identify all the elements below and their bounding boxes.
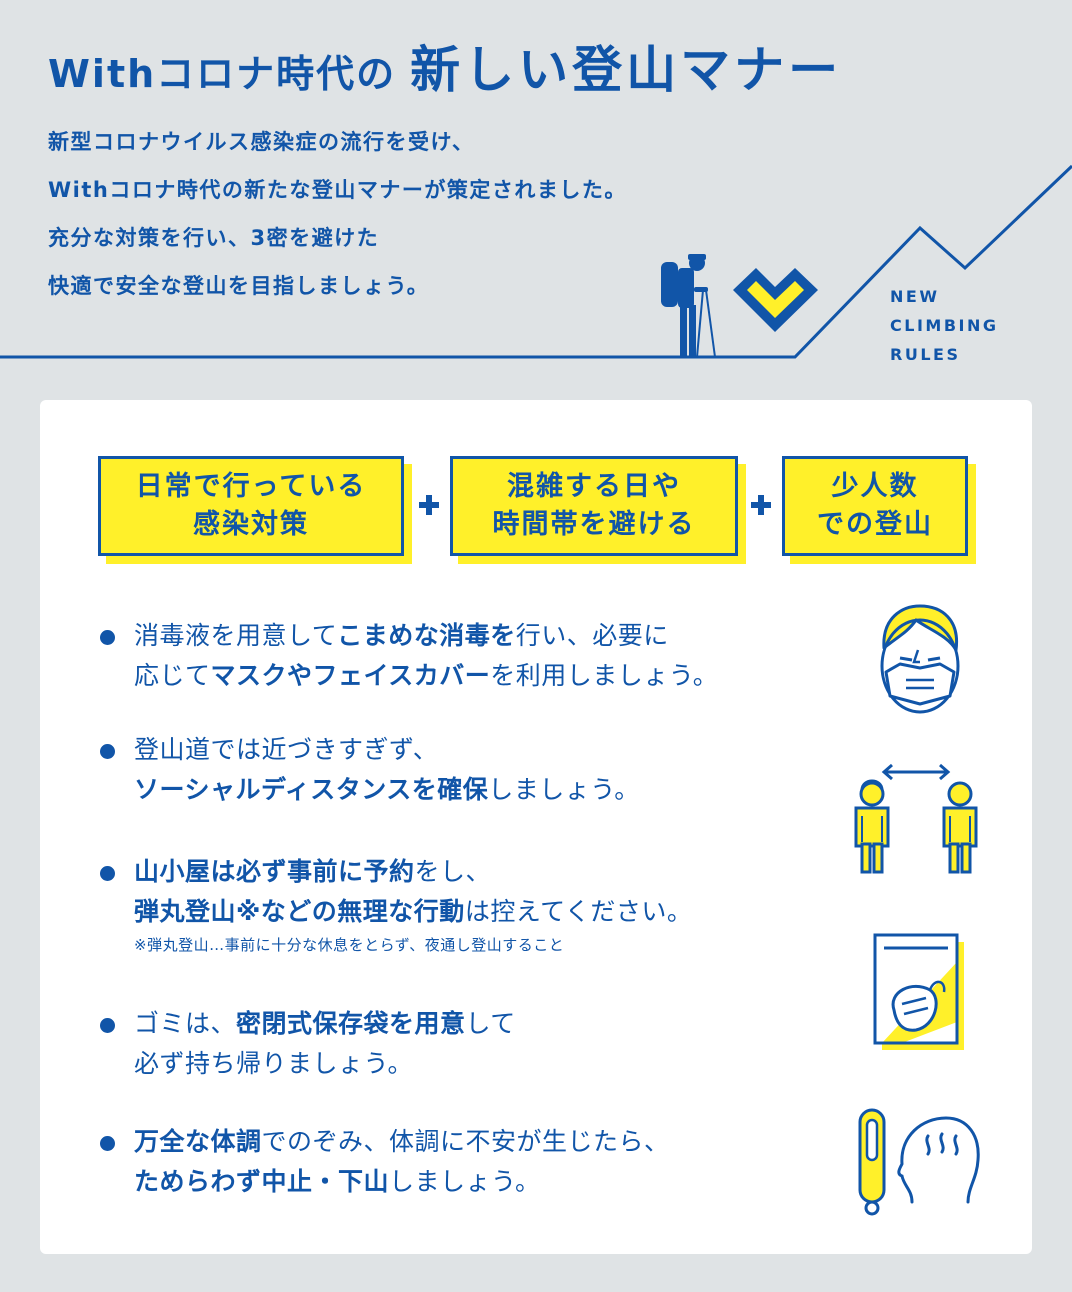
rule-text: でのぞみ、体調に不安が生じたら、 [261, 1127, 670, 1156]
badge-line: NEW [890, 287, 940, 306]
new-climbing-rules-badge: NEW CLIMBING RULES [890, 282, 998, 369]
badge-line: RULES [890, 345, 961, 364]
rule-footnote: ※弾丸登山…事前に十分な休息をとらず、夜通し登山すること [134, 936, 565, 954]
sealed-bag-icon [873, 933, 964, 1050]
rule-text: 応じて [134, 661, 211, 690]
bullet-icon [100, 744, 115, 759]
rule-emphasis: ためらわず中止・下山 [134, 1167, 390, 1196]
rule-emphasis: 山小屋は必ず事前に予約 [134, 857, 415, 886]
bullet-icon [100, 630, 115, 645]
rule-emphasis: 万全な体調 [134, 1127, 262, 1156]
pillar-label: 感染対策 [193, 509, 309, 540]
title-main: 新しい登山マナー [410, 41, 843, 99]
intro-line: 新型コロナウイルス感染症の流行を受け、 [48, 130, 475, 154]
intro-text: 新型コロナウイルス感染症の流行を受け、 Withコロナ時代の新たな登山マナーが策… [48, 118, 627, 310]
rule-text: 消毒液を用意して [134, 621, 338, 650]
rule-text: ゴミは、 [134, 1009, 237, 1038]
pillar-small-group: 少人数 での登山 [782, 456, 976, 564]
rule-item: ゴミは、密閉式保存袋を用意して 必ず持ち帰りましょう。 [100, 1004, 516, 1084]
rules-card: 日常で行っている 感染対策 混雑する日や 時間帯を避ける 少人数 での登山 消毒… [40, 400, 1032, 1254]
rule-emphasis: マスクやフェイスカバー [210, 661, 491, 690]
bullet-icon [100, 1136, 115, 1151]
pillar-label: での登山 [817, 509, 933, 540]
rule-text: をし、 [414, 857, 492, 886]
mask-face-icon [880, 604, 960, 714]
pillar-label: 日常で行っている [135, 471, 367, 502]
social-distance-icon [854, 763, 978, 874]
pillar-avoid-crowds: 混雑する日や 時間帯を避ける [450, 456, 746, 564]
rule-emphasis: ソーシャルディスタンスを確保 [134, 775, 489, 804]
rule-text: 行い、必要に [515, 621, 669, 650]
plus-icon [751, 495, 771, 515]
rule-text: を利用しましょう。 [490, 661, 719, 690]
plus-icon [419, 495, 439, 515]
bullet-icon [100, 1018, 115, 1033]
rule-text: は控えてください。 [464, 897, 693, 926]
rule-item: 消毒液を用意してこまめな消毒を行い、必要に 応じてマスクやフェイスカバーを利用し… [100, 616, 718, 696]
rule-item: 万全な体調でのぞみ、体調に不安が生じたら、 ためらわず中止・下山しましょう。 [100, 1122, 670, 1202]
intro-line: 快適で安全な登山を目指しましょう。 [48, 274, 430, 298]
pillar-label: 混雑する日や [507, 471, 681, 502]
rule-emphasis: 密閉式保存袋を用意 [236, 1009, 466, 1038]
pillar-label: 時間帯を避ける [492, 509, 696, 540]
page-title: Withコロナ時代の新しい登山マナー [48, 30, 842, 102]
title-prefix: Withコロナ時代の [48, 52, 397, 96]
rule-text: して [465, 1009, 516, 1038]
header-mountain-art [0, 164, 1072, 359]
badge-line: CLIMBING [890, 316, 999, 335]
mountain-line [0, 164, 1072, 359]
rule-text: しましょう。 [488, 775, 640, 804]
intro-line: 充分な対策を行い、3密を避けた [48, 226, 380, 250]
rule-text: しましょう。 [389, 1167, 541, 1196]
rule-emphasis: 弾丸登山※などの無理な行動 [134, 897, 465, 926]
rule-item: 登山道では近づきすぎず、 ソーシャルディスタンスを確保しましょう。 [100, 730, 640, 810]
heart-icon [733, 268, 818, 332]
rule-emphasis: こまめな消毒を [337, 621, 516, 650]
bullet-icon [100, 866, 115, 881]
thermometer-fever-icon [858, 1108, 980, 1216]
intro-line: Withコロナ時代の新たな登山マナーが策定されました。 [48, 178, 627, 202]
rule-item: 山小屋は必ず事前に予約をし、 弾丸登山※などの無理な行動は控えてください。 ※弾… [100, 852, 692, 956]
pillar-infection-control: 日常で行っている 感染対策 [98, 456, 412, 564]
rule-text: 登山道では近づきすぎず、 [134, 735, 439, 764]
rule-text: 必ず持ち帰りましょう。 [134, 1049, 414, 1078]
hiker-icon [661, 254, 708, 357]
pillar-label: 少人数 [831, 471, 919, 502]
